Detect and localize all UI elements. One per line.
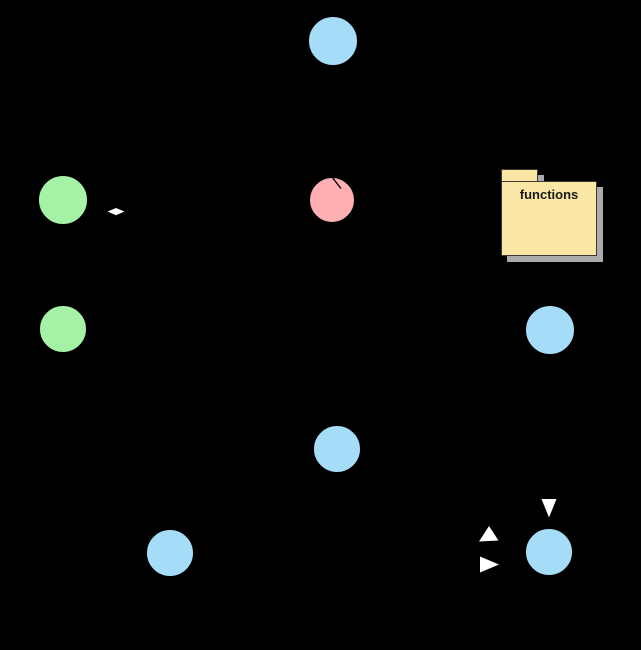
package-body: functions <box>501 181 597 256</box>
node-circle-right-middle[interactable] <box>525 305 575 355</box>
node-circle-bottom-right[interactable] <box>525 528 573 576</box>
node-circle-upper-left[interactable] <box>38 175 88 225</box>
node-circle-bottom-left[interactable] <box>146 529 194 577</box>
node-circle-center-pink[interactable] <box>309 177 355 223</box>
node-circle-lower-left[interactable] <box>39 305 87 353</box>
package-node-functions[interactable]: functions <box>501 168 605 264</box>
package-label: functions <box>519 187 579 202</box>
node-circle-middle[interactable] <box>313 425 361 473</box>
node-circle-top[interactable] <box>308 16 358 66</box>
